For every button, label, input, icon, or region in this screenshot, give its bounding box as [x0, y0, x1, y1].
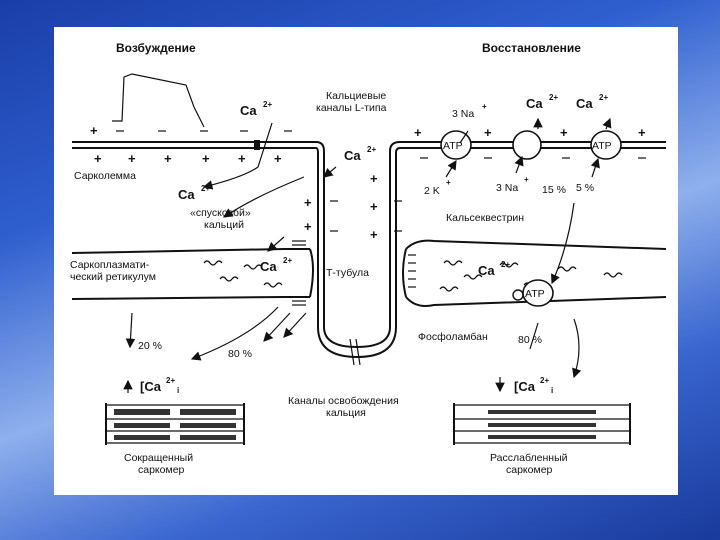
charge-plus: + — [90, 123, 98, 138]
charge-plus: + — [202, 151, 210, 166]
action-potential-trace — [112, 73, 205, 128]
sr-right-top — [405, 239, 667, 250]
relaxed-label-line2: саркомер — [506, 464, 553, 476]
charge-plus: + — [164, 151, 172, 166]
ca-conc-right: [Ca — [514, 379, 536, 394]
t-tubule-left-outer — [315, 141, 325, 327]
charge-plus: + — [274, 151, 282, 166]
ca-charge: 2+ — [263, 100, 272, 109]
ca-label-pump: Ca — [576, 96, 593, 111]
t-tubule-bottom — [317, 326, 397, 359]
charge-plus: + — [238, 151, 246, 166]
membrane-charges: + + + + + + + + + + + + — [90, 123, 646, 242]
release-channels — [292, 240, 416, 306]
charge-plus: + — [638, 125, 646, 140]
relaxed-label-line1: Расслабленный — [490, 452, 568, 464]
trigger-calcium-label-line1: «спусковой» — [190, 207, 251, 219]
ca-charge: 2+ — [599, 93, 608, 102]
pct-80-right-label: 80 % — [518, 334, 542, 346]
charge-plus: + — [370, 171, 378, 186]
ca-label-trigger: Ca — [178, 187, 195, 202]
sr-label-line2: ческий ретикулум — [70, 271, 156, 283]
sarcolemma-label: Сарколемма — [74, 170, 136, 182]
ca-charge: 2+ — [540, 376, 549, 385]
ca-label-extracellular: Ca — [240, 103, 257, 118]
trigger-calcium-label-line2: кальций — [204, 219, 244, 231]
charge-plus: + — [304, 219, 312, 234]
k-charge: + — [446, 178, 451, 187]
ca-label-channel: Ca — [344, 148, 361, 163]
pct-20-label: 20 % — [138, 340, 162, 352]
calsequestrin-label: Кальсеквестрин — [446, 212, 524, 224]
release-channels-label-line2: кальция — [326, 407, 366, 419]
contracted-label-line1: Сокращенный — [124, 452, 193, 464]
charge-plus: + — [560, 125, 568, 140]
ca-charge: 2+ — [549, 93, 558, 102]
l-type-channel — [254, 140, 260, 150]
ca-charge: 2+ — [283, 256, 292, 265]
pct-80-left-label: 80 % — [228, 348, 252, 360]
excitation-heading: Возбуждение — [116, 41, 196, 55]
na-ca-exchanger — [512, 130, 542, 160]
sr-label-line1: Саркоплазмати- — [70, 259, 150, 271]
relaxed-sarcomere — [453, 403, 631, 445]
pct-15-label: 15 % — [542, 184, 566, 196]
na-label-top: 3 Na — [452, 108, 474, 120]
sr-left-top — [71, 248, 310, 254]
na-label-bottom: 3 Na — [496, 182, 518, 194]
charge-plus: + — [484, 125, 492, 140]
atp-label-1: ATP — [443, 140, 463, 152]
na-charge: + — [524, 175, 529, 184]
na-charge: + — [482, 102, 487, 111]
charge-plus: + — [370, 227, 378, 242]
t-tubule-label: Т-тубула — [326, 267, 369, 279]
ca-atpase-sarcolemma — [590, 130, 622, 160]
release-channels-label-line1: Каналы освобождения — [288, 395, 399, 407]
atp-label-2: ATP — [592, 140, 612, 152]
sr-left-bottom — [71, 296, 310, 300]
l-channels-label-line1: Кальциевые — [326, 90, 386, 102]
k-label: 2 K — [424, 185, 440, 197]
phospholamban-label: Фосфоламбан — [418, 331, 488, 343]
charge-plus: + — [370, 199, 378, 214]
charge-plus: + — [414, 125, 422, 140]
l-channels-label-line2: каналы L-типа — [316, 102, 387, 114]
ca-label-exchanger: Ca — [526, 96, 543, 111]
ca-label-sr: Ca — [478, 263, 495, 278]
flux-arrows — [125, 117, 612, 379]
recovery-heading: Восстановление — [482, 41, 581, 55]
ca-conc-sub: i — [177, 386, 179, 395]
calcium-cycle-diagram: Возбуждение Восстановление — [70, 41, 667, 476]
pct-5-label: 5 % — [576, 182, 594, 194]
charge-plus: + — [94, 151, 102, 166]
sr-right-bottom — [405, 296, 667, 307]
contracted-label-line2: саркомер — [138, 464, 185, 476]
charge-plus: + — [304, 195, 312, 210]
ca-conc-sub: i — [551, 386, 553, 395]
ca-charge: 2+ — [367, 145, 376, 154]
t-tubule-right-outer — [389, 141, 401, 327]
ca-charge: 2+ — [166, 376, 175, 385]
ca-charge: 2+ — [501, 260, 510, 269]
serca-pump — [522, 279, 554, 307]
ca-label-release: Ca — [260, 259, 277, 274]
ca-conc-left: [Ca — [140, 379, 162, 394]
charge-plus: + — [128, 151, 136, 166]
diagram-panel: Возбуждение Восстановление — [54, 27, 678, 495]
atp-label-3: ATP — [525, 288, 545, 300]
contracted-sarcomere — [105, 403, 245, 445]
